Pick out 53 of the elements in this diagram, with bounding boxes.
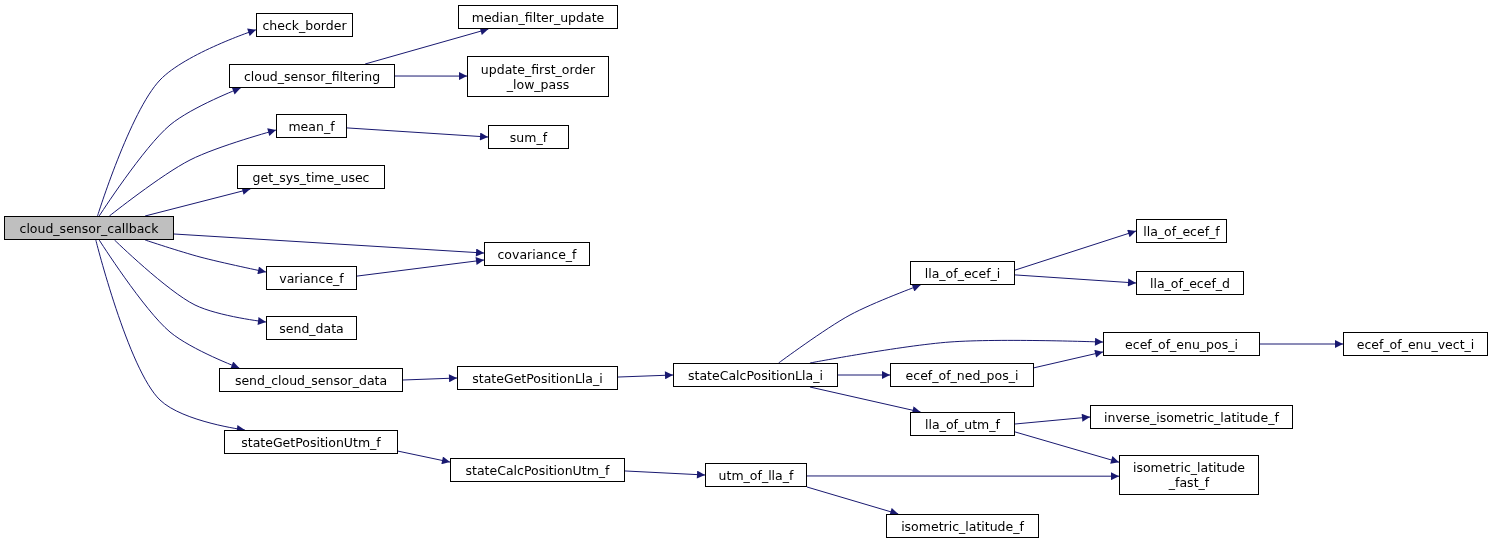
function-box: cloud_sensor_callback [4,216,174,240]
function-box: mean_f [276,114,347,138]
arrow [108,128,277,217]
arrow [1033,349,1104,369]
arrow [98,239,240,369]
arrow [173,233,485,257]
function-box: cloud_sensor_filtering [229,64,395,88]
function-box: stateCalcPositionLla_i [673,363,838,387]
function-box: stateGetPositionUtm_f [224,430,398,454]
function-box: lla_of_utm_f [910,412,1015,436]
arrow [346,127,489,141]
arrow [98,87,242,217]
arrow [837,371,891,379]
arrow [778,284,921,364]
function-box: ecef_of_ned_pos_i [890,363,1034,387]
arrow [402,374,458,383]
arrow [624,470,706,479]
function-box: check_border [256,13,353,37]
arrow [617,371,674,380]
function-box: stateCalcPositionUtm_f [450,458,625,482]
arrow [364,27,489,65]
function-box: isometric_latitude _fast_f [1119,455,1259,495]
arrow [144,239,267,275]
function-box: utm_of_lla_f [705,463,807,487]
arrow [1014,229,1137,271]
arrow [97,28,257,217]
function-box: lla_of_ecef_f [1136,219,1227,243]
function-box: covariance_f [484,242,590,266]
arrow [1014,431,1120,464]
function-box: variance_f [266,266,357,290]
function-box: lla_of_ecef_i [910,261,1015,285]
function-box: inverse_isometric_latitude_f [1090,405,1293,429]
arrow [806,472,1120,481]
function-box: lla_of_ecef_d [1136,271,1244,295]
arrow [1259,340,1344,348]
arrow [114,239,267,325]
arrow [1014,413,1091,425]
function-box: isometric_latitude_f [886,514,1039,538]
function-box: send_cloud_sensor_data [219,368,403,392]
function-box: update_first_order _low_pass [467,56,609,97]
function-box: ecef_of_enu_pos_i [1103,332,1260,356]
function-box: get_sys_time_usec [237,165,385,189]
function-box: ecef_of_enu_vect_i [1343,332,1488,356]
function-box: stateGetPositionLla_i [457,366,618,390]
arrow [394,72,468,81]
function-box: median_filter_update [458,5,618,29]
arrow [806,486,899,516]
arrow [1014,274,1137,287]
arrow [356,257,485,277]
function-box: sum_f [488,125,569,149]
arrow [144,187,251,217]
arrow [397,450,451,465]
function-box: send_data [266,316,357,340]
